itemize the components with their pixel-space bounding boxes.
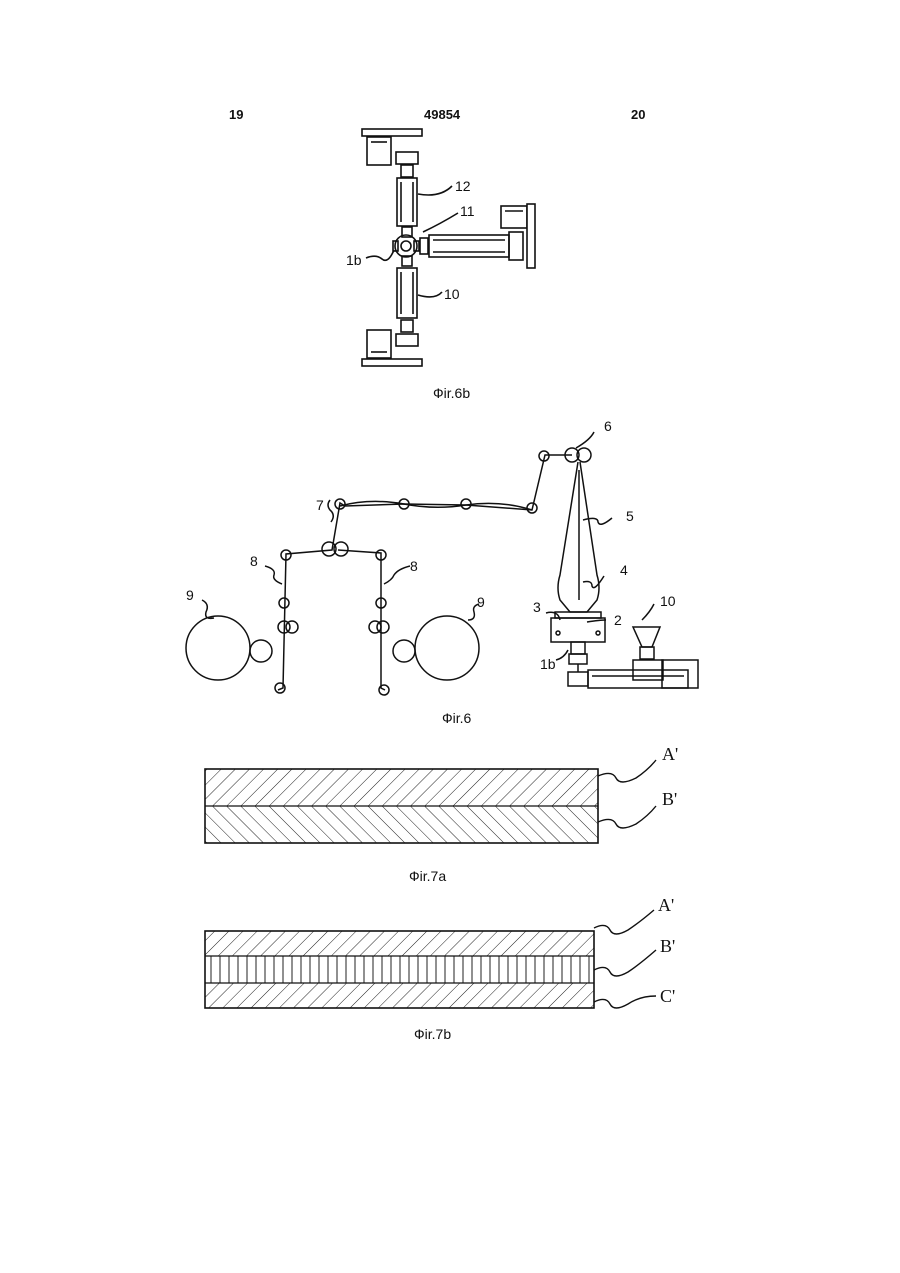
fig6-label-3: 3 [533,599,541,615]
fig6-label-6: 6 [604,418,612,434]
fig6b-drawing [362,129,535,366]
fig6-label-4: 4 [620,562,628,578]
fig7b-label-a: A' [658,895,674,915]
fig7a-layer-a [205,769,598,806]
fig6-label-10: 10 [660,593,676,609]
fig7a-label-b: B' [662,789,677,809]
fig7b-layer-c [205,983,594,1008]
fig6b-label-11: 11 [460,203,475,219]
fig7a-label-a: A' [662,744,678,764]
fig6b-label-1b: 1b [346,252,362,268]
fig6-label-9-left: 9 [186,587,194,603]
fig6b-label-10: 10 [444,286,460,302]
fig7a-caption: Фir.7a [409,868,446,884]
fig7b-drawing [205,910,656,1008]
fig7b-label-b: B' [660,936,675,956]
fig6-caption: Фir.6 [442,710,471,726]
fig6-label-8-left: 8 [250,553,258,569]
fig6-label-8-right: 8 [410,558,418,574]
fig7a-drawing [205,760,656,843]
fig7b-layer-b [205,956,594,983]
fig6-label-7: 7 [316,497,324,513]
fig6-label-9-right: 9 [477,594,485,610]
fig6b-label-12: 12 [455,178,471,194]
fig6-label-2: 2 [614,612,622,628]
fig6b-caption: Фir.6b [433,385,470,401]
fig6-label-5: 5 [626,508,634,524]
fig7b-label-c: C' [660,986,675,1006]
fig6-label-1b: 1b [540,656,556,672]
fig7a-layer-b [205,806,598,843]
fig7b-layer-a [205,931,594,956]
fig7b-caption: Фir.7b [414,1026,451,1042]
